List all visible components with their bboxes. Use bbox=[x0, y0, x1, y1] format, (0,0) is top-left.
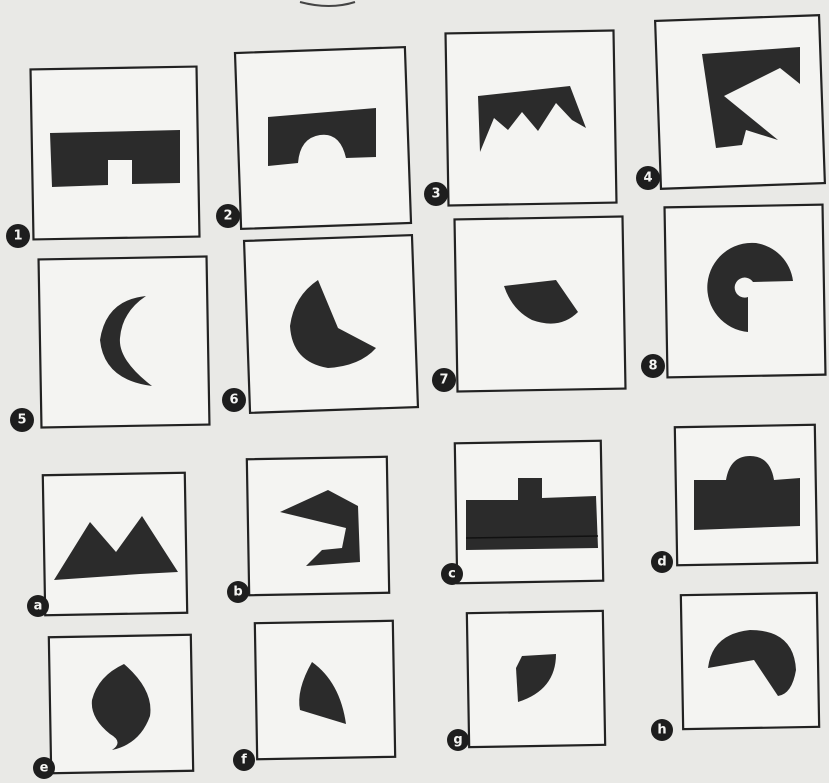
label-badge-h: h bbox=[651, 719, 673, 741]
label-badge-c: c bbox=[441, 563, 463, 585]
svg-text:1: 1 bbox=[13, 229, 22, 244]
question-figure-1: 1 bbox=[6, 67, 199, 248]
svg-text:8: 8 bbox=[648, 359, 657, 374]
label-badge-g: g bbox=[447, 729, 469, 751]
svg-text:6: 6 bbox=[229, 393, 238, 408]
answer-figure-g: g bbox=[447, 611, 605, 751]
answer-figure-b: b bbox=[227, 457, 389, 603]
svg-text:3: 3 bbox=[431, 187, 440, 202]
label-badge-3: 3 bbox=[424, 182, 448, 206]
svg-text:b: b bbox=[233, 585, 242, 600]
label-badge-4: 4 bbox=[636, 166, 660, 190]
svg-text:h: h bbox=[657, 723, 666, 738]
label-badge-d: d bbox=[651, 551, 673, 573]
question-figure-2: 2 bbox=[216, 47, 411, 229]
svg-text:d: d bbox=[657, 555, 666, 570]
label-badge-1: 1 bbox=[6, 224, 30, 248]
label-badge-7: 7 bbox=[432, 368, 456, 392]
svg-text:4: 4 bbox=[643, 171, 652, 186]
svg-text:5: 5 bbox=[17, 413, 26, 428]
answer-figure-e: e bbox=[33, 635, 193, 779]
label-badge-a: a bbox=[27, 595, 49, 617]
svg-text:7: 7 bbox=[439, 373, 448, 388]
label-badge-e: e bbox=[33, 757, 55, 779]
label-badge-2: 2 bbox=[216, 204, 240, 228]
answer-figure-h: h bbox=[651, 593, 819, 741]
svg-text:g: g bbox=[453, 733, 462, 748]
label-badge-5: 5 bbox=[10, 408, 34, 432]
answer-figure-c: c bbox=[441, 441, 603, 585]
svg-text:f: f bbox=[241, 753, 247, 768]
label-badge-f: f bbox=[233, 749, 255, 771]
label-badge-6: 6 bbox=[222, 388, 246, 412]
question-figure-4: 4 bbox=[636, 15, 825, 190]
svg-text:2: 2 bbox=[223, 209, 232, 224]
answer-figure-f: f bbox=[233, 621, 395, 771]
question-figure-6: 6 bbox=[222, 235, 418, 413]
svg-text:a: a bbox=[34, 599, 43, 614]
answer-figure-d: d bbox=[651, 425, 817, 573]
label-badge-b: b bbox=[227, 581, 249, 603]
question-figure-3: 3 bbox=[424, 31, 616, 206]
svg-text:e: e bbox=[40, 761, 49, 776]
label-badge-8: 8 bbox=[641, 354, 665, 378]
svg-text:c: c bbox=[448, 567, 456, 582]
answer-figure-a: a bbox=[27, 473, 187, 617]
question-figure-7: 7 bbox=[432, 217, 625, 392]
question-figure-8: 8 bbox=[641, 205, 825, 378]
question-figure-5: 5 bbox=[10, 257, 209, 432]
